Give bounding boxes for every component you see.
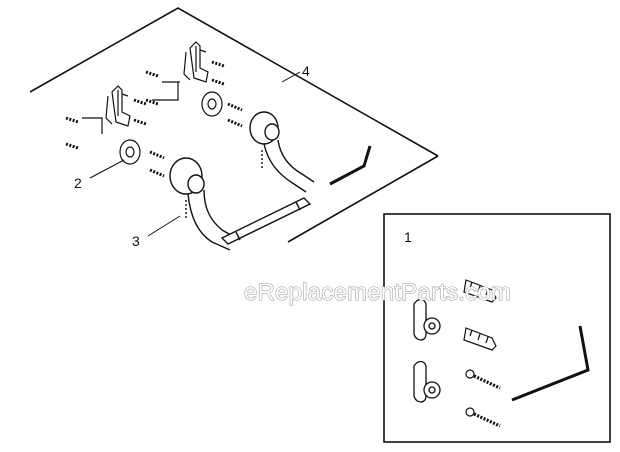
kit-wall-clip-top (413, 298, 441, 341)
holder-body (169, 111, 315, 251)
watermark-text: eReplacementParts.com (244, 279, 511, 306)
callout-2: 2 (74, 175, 82, 191)
hardware-kit-box: 1 (383, 213, 611, 443)
assembly-outline (29, 7, 439, 243)
upper-anchor-screws (145, 60, 225, 106)
lower-anchor-screws (65, 98, 147, 150)
hex-key-upper (329, 145, 372, 186)
callout-3: 3 (132, 233, 140, 249)
upper-mounting-set (145, 41, 243, 128)
lower-mounting-set (65, 85, 165, 178)
kit-screws (465, 369, 501, 428)
callout-4: 4 (302, 63, 310, 79)
callout-1: 1 (404, 229, 412, 245)
kit-wall-anchors (463, 279, 497, 351)
kit-wall-clip-bottom (413, 360, 441, 403)
callout-leaders (89, 71, 301, 237)
kit-hex-key (511, 325, 590, 402)
